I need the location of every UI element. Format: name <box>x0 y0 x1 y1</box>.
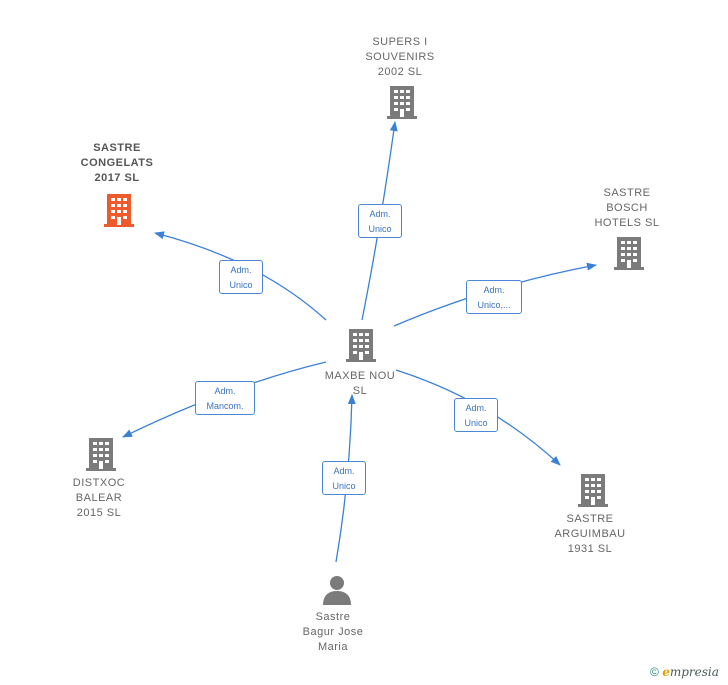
brand-logo: empresia <box>662 665 719 679</box>
edge-label-supers[interactable]: Adm. Unico <box>358 204 402 238</box>
edge-label-arguimbau[interactable]: Adm. Unico <box>454 398 498 432</box>
node-label-line: ARGUIMBAU <box>554 528 626 540</box>
edge-role: Adm. <box>369 209 391 219</box>
node-label-line: 2015 SL <box>76 507 122 519</box>
node-label-line: Maria <box>317 641 348 653</box>
edge-role: Unico <box>368 224 392 234</box>
edge-role: Adm. <box>465 403 487 413</box>
edge-role: Adm. <box>214 386 236 396</box>
node-arguimbau[interactable]: SASTRE ARGUIMBAU 1931 SL <box>530 512 650 557</box>
edge-role: Adm. <box>230 265 252 275</box>
node-label-line: SASTRE <box>603 187 651 199</box>
edge-label-bosch[interactable]: Adm. Unico,... <box>466 280 522 314</box>
edge-role: Adm. <box>483 285 505 295</box>
building-icon[interactable] <box>385 84 419 120</box>
node-label-line: SUPERS I <box>372 36 428 48</box>
brand-initial: e <box>662 665 670 679</box>
edge-label-distxoc[interactable]: Adm. Mancom. <box>195 381 255 415</box>
building-icon[interactable] <box>344 327 378 363</box>
building-icon[interactable] <box>576 472 610 508</box>
footer-brand: © empresia <box>650 665 719 679</box>
node-label-line: HOTELS SL <box>594 217 660 229</box>
node-label-line: SOUVENIRS <box>365 51 435 63</box>
building-icon[interactable] <box>612 235 646 271</box>
person-icon[interactable] <box>320 574 354 606</box>
edge-role: Unico <box>464 418 488 428</box>
brand-name: mpresia <box>669 665 719 679</box>
node-label-line: 2017 SL <box>94 172 140 184</box>
edge-label-person[interactable]: Adm. Unico <box>322 461 366 495</box>
edge-role: Unico <box>229 280 253 290</box>
node-distxoc[interactable]: DISTXOC BALEAR 2015 SL <box>39 476 159 521</box>
node-label-line: Bagur Jose <box>302 626 364 638</box>
node-label-line: BOSCH <box>606 202 648 214</box>
node-label-line: BALEAR <box>75 492 123 504</box>
edge-label-congelats[interactable]: Adm. Unico <box>219 260 263 294</box>
node-bosch[interactable]: SASTRE BOSCH HOTELS SL <box>567 186 687 231</box>
building-icon[interactable] <box>102 192 136 228</box>
edge-role: Unico <box>332 481 356 491</box>
node-label-line: Sastre <box>315 611 351 623</box>
edge-role: Unico,... <box>477 300 511 310</box>
node-label-line: CONGELATS <box>80 157 154 169</box>
node-center[interactable]: MAXBE NOU SL <box>300 369 420 399</box>
node-person[interactable]: Sastre Bagur Jose Maria <box>273 610 393 655</box>
node-supers[interactable]: SUPERS I SOUVENIRS 2002 SL <box>340 35 460 80</box>
copyright-icon: © <box>650 665 659 679</box>
edge-role: Adm. <box>333 466 355 476</box>
node-congelats[interactable]: SASTRE CONGELATS 2017 SL <box>57 141 177 186</box>
node-label-line: SASTRE <box>93 142 141 154</box>
node-label-line: SL <box>352 385 368 397</box>
node-label-line: 2002 SL <box>377 66 423 78</box>
building-icon[interactable] <box>84 436 118 472</box>
edge-role: Mancom. <box>206 401 244 411</box>
node-label-line: MAXBE NOU <box>324 370 396 382</box>
node-label-line: 1931 SL <box>567 543 613 555</box>
node-label-line: DISTXOC <box>72 477 126 489</box>
node-label-line: SASTRE <box>566 513 614 525</box>
